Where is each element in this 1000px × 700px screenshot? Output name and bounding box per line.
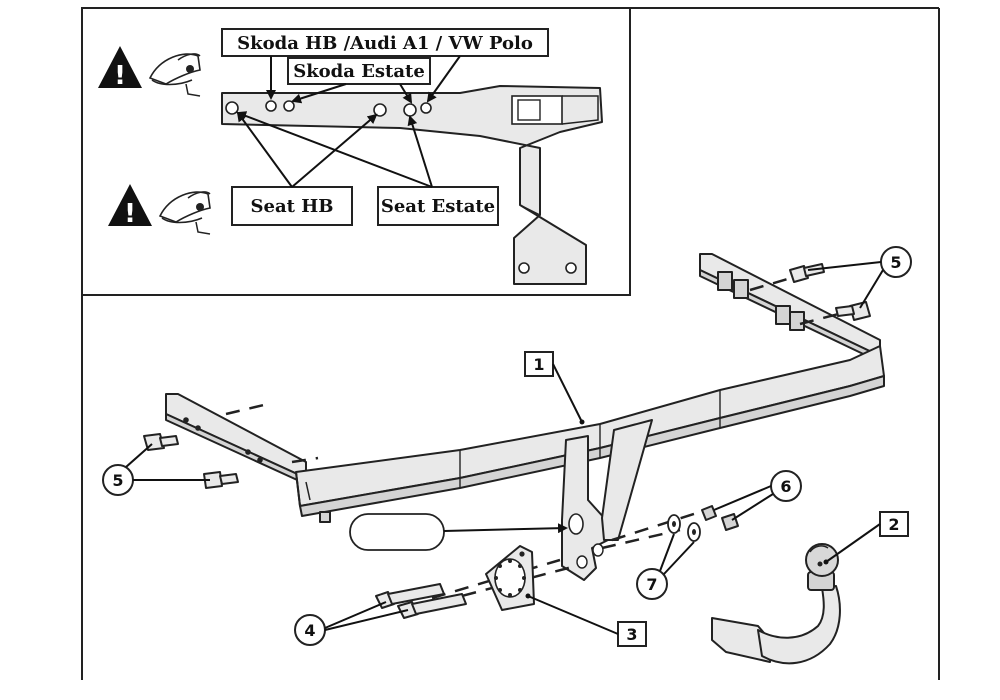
callout-5-left: 5 bbox=[102, 443, 210, 496]
callout-2: 2 bbox=[823, 511, 909, 565]
warning-mark: ! bbox=[114, 61, 126, 91]
socket-plate bbox=[485, 545, 535, 611]
ball-mounting-plate bbox=[561, 419, 653, 581]
callout-3: 3 bbox=[525, 593, 647, 647]
side-bracket-detail bbox=[221, 85, 603, 285]
warning-mark: ! bbox=[124, 199, 136, 229]
svg-text:1: 1 bbox=[533, 355, 544, 374]
inset-arrows bbox=[236, 55, 461, 188]
callout-7: 7 bbox=[636, 533, 695, 600]
oval-blank-plate bbox=[349, 513, 568, 551]
eye-icon bbox=[158, 191, 211, 235]
callout-6: 6 bbox=[713, 470, 802, 521]
nuts bbox=[701, 505, 739, 531]
svg-text:Skoda HB /Audi A1 / VW Polo: Skoda HB /Audi A1 / VW Polo bbox=[237, 33, 533, 54]
main-crossbar bbox=[295, 345, 885, 523]
callout-1: 1 bbox=[524, 351, 585, 425]
svg-text:5: 5 bbox=[890, 253, 901, 272]
callout-4: 4 bbox=[294, 601, 409, 646]
svg-text:7: 7 bbox=[646, 575, 657, 594]
washers bbox=[667, 514, 701, 542]
svg-text:Seat Estate: Seat Estate bbox=[381, 196, 495, 217]
warning-triangle-icon: ! bbox=[108, 184, 152, 229]
label-skoda-hb: Skoda HB /Audi A1 / VW Polo bbox=[221, 28, 549, 57]
label-skoda-estate: Skoda Estate bbox=[287, 57, 431, 85]
svg-text:6: 6 bbox=[780, 477, 791, 496]
svg-text:Seat HB: Seat HB bbox=[251, 196, 334, 217]
svg-text:2: 2 bbox=[888, 515, 899, 534]
side-bolts-right bbox=[789, 263, 871, 321]
label-seat-estate: Seat Estate bbox=[377, 186, 499, 226]
callout-5-right: 5 bbox=[807, 246, 912, 309]
svg-text:3: 3 bbox=[626, 625, 637, 644]
warning-triangle-icon: ! bbox=[98, 46, 142, 91]
svg-text:4: 4 bbox=[304, 621, 315, 640]
inset-panel: ! ! bbox=[81, 7, 631, 296]
svg-text:5: 5 bbox=[112, 471, 123, 490]
left-side-bracket bbox=[165, 393, 319, 485]
long-bolts bbox=[375, 583, 467, 619]
eye-icon bbox=[148, 53, 201, 97]
label-seat-hb: Seat HB bbox=[231, 186, 353, 226]
svg-text:Skoda Estate: Skoda Estate bbox=[293, 61, 425, 82]
tow-ball-neck bbox=[711, 543, 841, 665]
